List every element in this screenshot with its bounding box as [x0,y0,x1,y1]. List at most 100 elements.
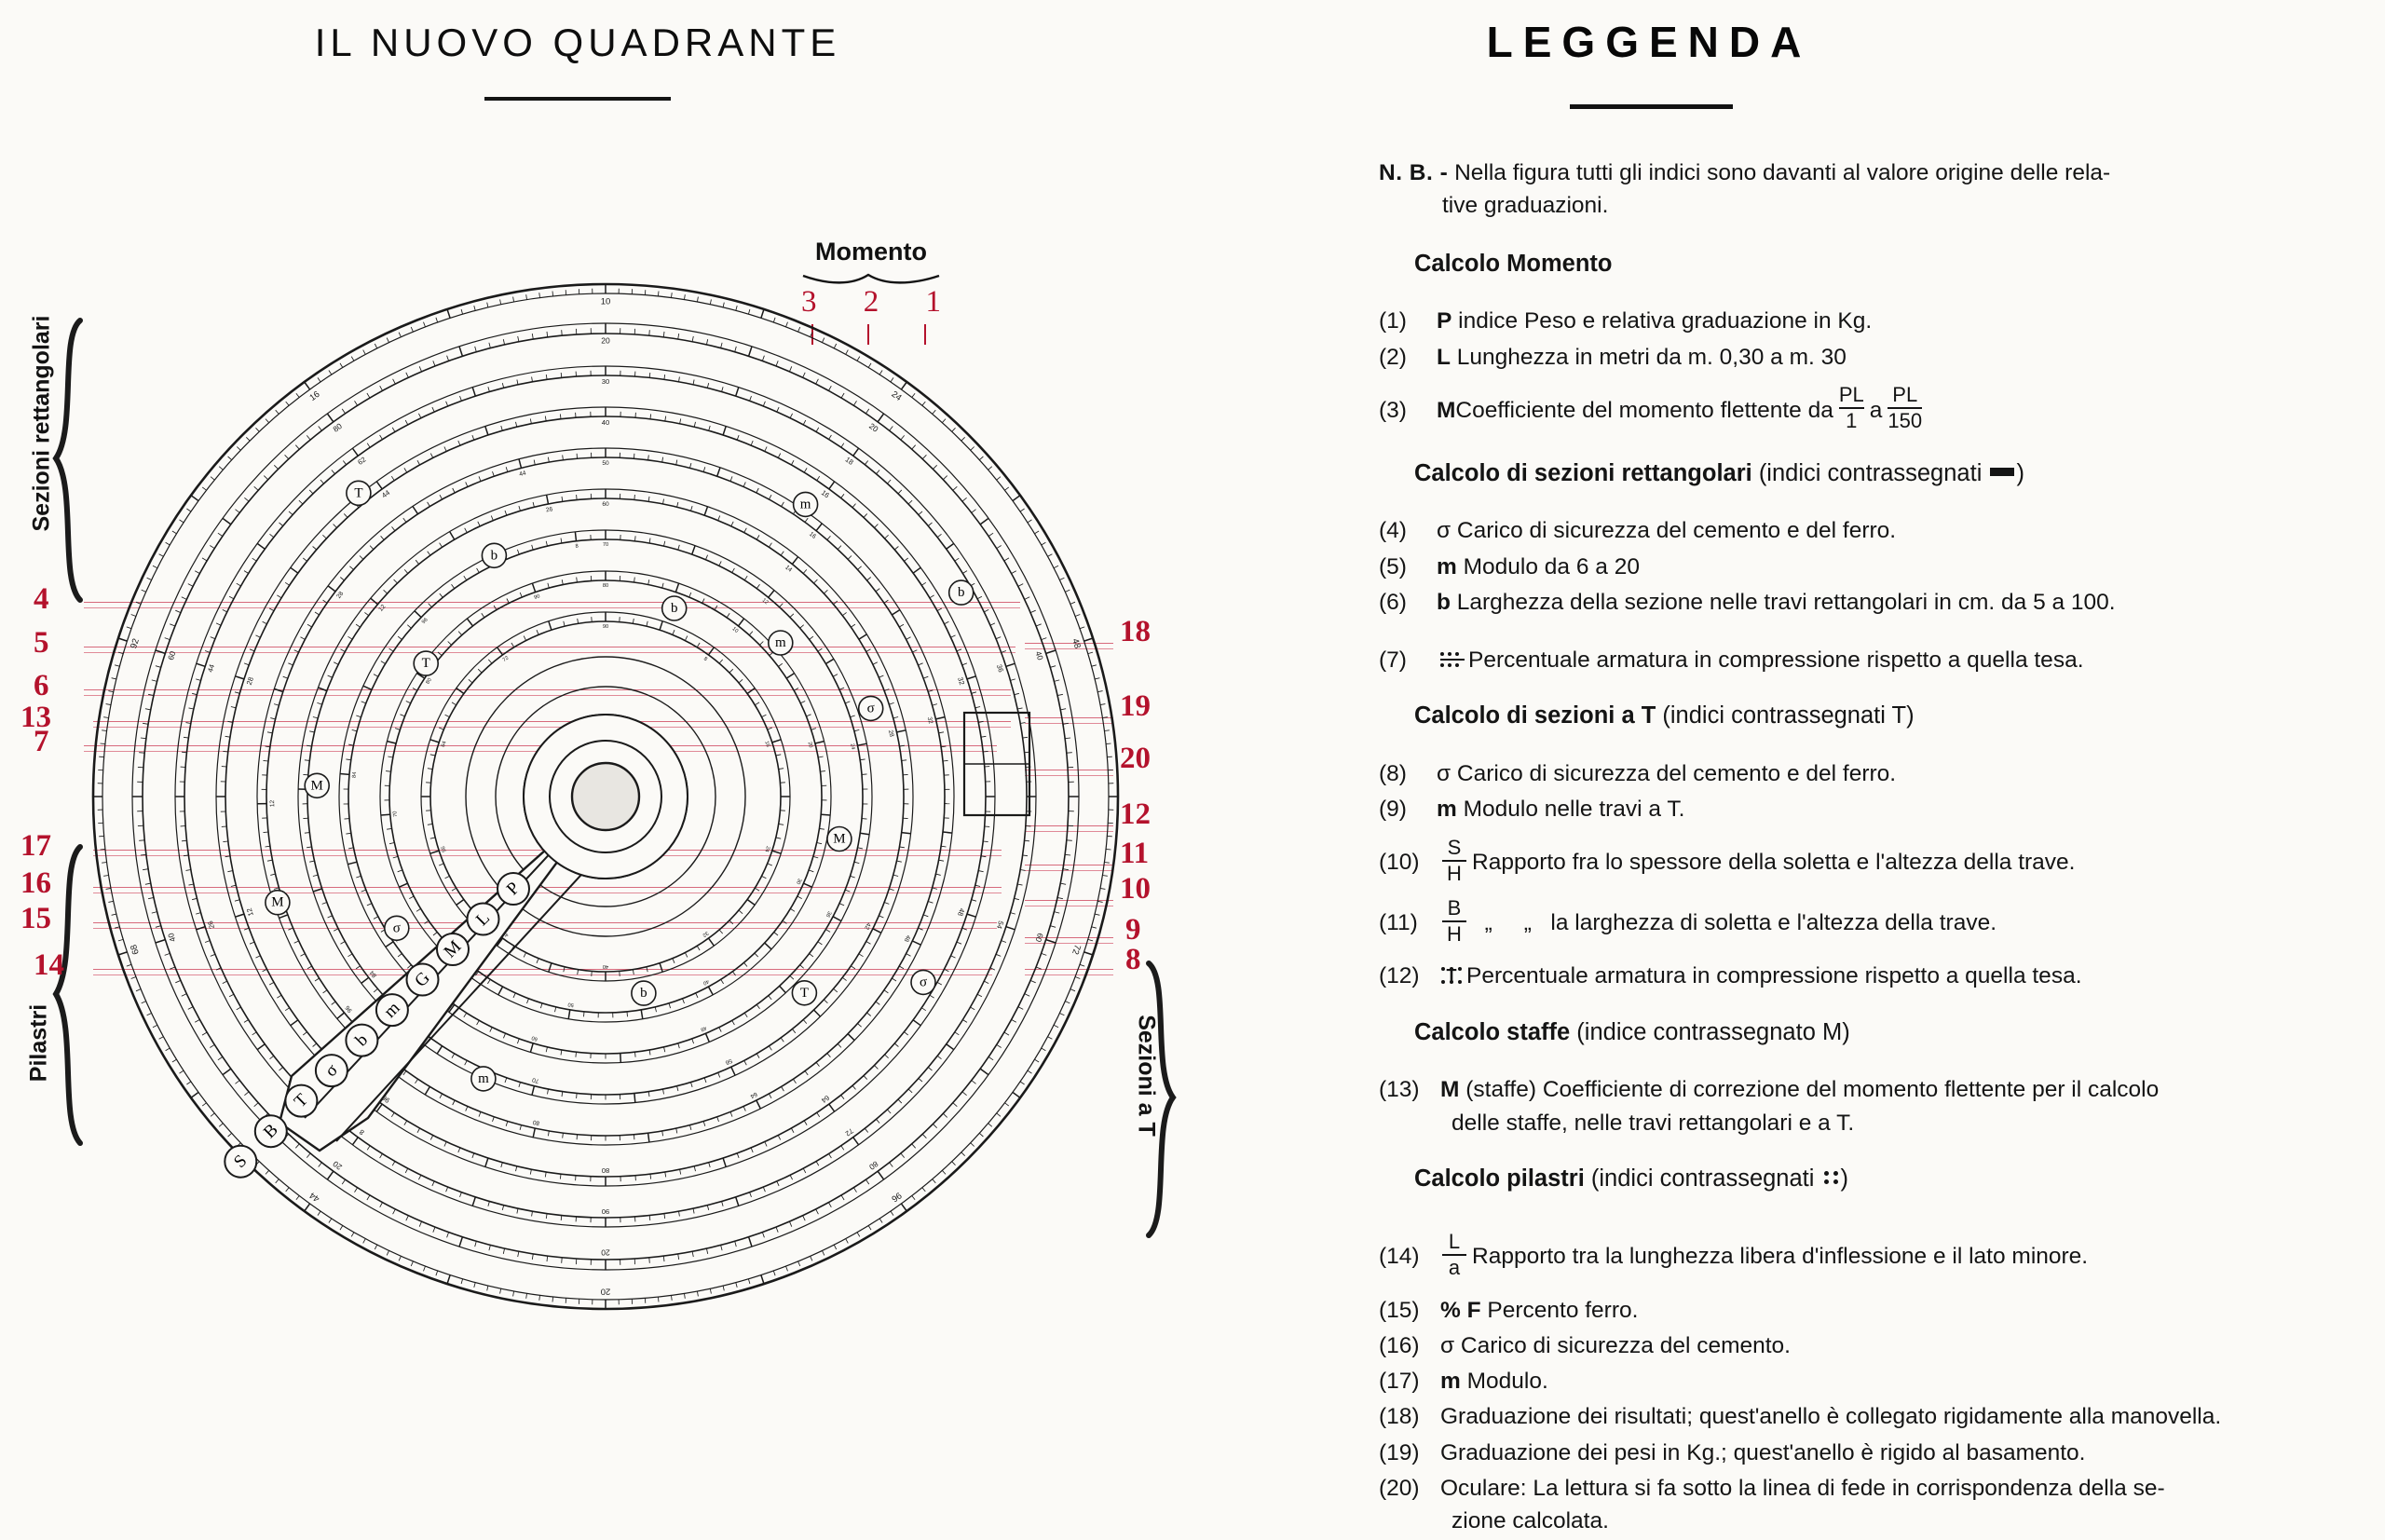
ref-left-17: 17 [20,829,51,864]
svg-text:36: 36 [825,910,832,918]
rect-marker-icon [1990,468,2014,476]
svg-text:48: 48 [700,1025,707,1032]
fraction-denominator: H [1447,924,1462,945]
item-text: indice Peso e relativa graduazione in Kg… [1451,308,1872,334]
svg-text:70: 70 [392,811,398,817]
section-heading-text: Calcolo staffe [1414,1019,1570,1045]
item-symbol: M [1437,394,1455,427]
svg-text:12: 12 [269,799,276,807]
item-number: (12) [1379,960,1437,992]
nb-lead: N. B. - [1379,160,1448,185]
section-heading-calcolo-pilastri: Calcolo pilastri (indici contrassegnati … [1414,1162,2366,1196]
legend-item-16: (16)σ Carico di sicurezza del cemento. [1379,1329,2366,1362]
item-symbol: m [1440,1369,1461,1394]
ring-index-marker: σ [385,916,409,940]
svg-text:12: 12 [377,604,387,613]
ref-right-8: 8 [1125,943,1141,977]
item-number: (11) [1379,906,1437,939]
arm-index-P: P [497,873,529,905]
item-continuation: zione calcolata. [1451,1505,2366,1537]
svg-text:40: 40 [1033,650,1045,661]
ref-left-4: 4 [34,582,49,617]
item-symbol: m [1437,797,1457,822]
legend-item-8: (8)σ Carico di sicurezza del cemento e d… [1379,757,2366,790]
ref-left-5: 5 [34,626,49,661]
item-symbol: M [1440,1077,1459,1102]
arm-index-B: B [255,1115,287,1147]
ring-index-marker: m [471,1067,496,1091]
sheet-page: IL NUOVO QUADRANTE Momento 3 2 1 Sezioni… [0,0,2385,1442]
item-text: Carico di sicurezza del cemento e del fe… [1451,761,1896,786]
ref-right-18: 18 [1120,615,1151,649]
svg-text:24: 24 [849,743,855,750]
ring-index-marker: b [632,981,656,1005]
svg-text:48: 48 [903,934,912,943]
svg-text:32: 32 [956,676,966,687]
svg-text:26: 26 [206,920,216,930]
fraction-denominator: a [1449,1258,1460,1278]
arm-index-T: T [285,1085,317,1117]
fraction-numerator: PL [1892,385,1917,405]
svg-text:60: 60 [531,1034,538,1042]
legend-item-18: (18)Graduazione dei risultati; quest'ane… [1379,1400,2366,1433]
item-number: (19) [1379,1437,1440,1469]
section-heading-text: Calcolo pilastri [1414,1165,1585,1192]
svg-text:70: 70 [603,542,608,548]
svg-text:70: 70 [531,1076,539,1084]
svg-text:90: 90 [534,593,541,601]
item-number: (6) [1379,586,1437,619]
title-rule-legend [1570,104,1733,109]
arm-index-b: b [346,1025,377,1056]
item-symbol: L [1437,345,1451,370]
item-text: Larghezza della sezione nelle travi rett… [1451,590,2116,615]
item-number: (18) [1379,1400,1440,1433]
legend-item-13: (13)M (staffe) Coefficiente di correzion… [1379,1073,2366,1139]
svg-text:M: M [311,778,323,793]
svg-text:68: 68 [129,943,142,955]
svg-text:M: M [271,895,283,910]
svg-text:σ: σ [393,920,401,935]
svg-text:30: 30 [602,377,609,386]
arm-index-L: L [468,904,499,935]
section-heading-text: Calcolo Momento [1414,251,1613,277]
svg-text:12: 12 [245,907,255,918]
item-text: Rapporto fra lo spessore della soletta e… [1472,846,2075,879]
svg-text:30: 30 [795,878,802,885]
item-text: Graduazione dei pesi in Kg.; quest'anell… [1440,1440,2085,1465]
svg-text:8: 8 [575,544,579,550]
item-symbol: σ [1437,761,1451,786]
percent-icon: % [1440,1298,1461,1323]
section-heading-sezioni-a-t: Calcolo di sezioni a T (indici contrasse… [1414,699,2366,733]
item-text: Modulo da 6 a 20 [1457,554,1640,579]
item-text: Graduazione dei risultati; quest'anello … [1440,1404,2221,1429]
item-number: (10) [1379,846,1437,879]
svg-text:92: 92 [129,637,142,649]
ref-right-12: 12 [1120,797,1151,832]
svg-text:50: 50 [567,1002,574,1008]
item-number: (5) [1379,551,1437,583]
svg-text:50: 50 [602,460,609,467]
legend-item-17: (17)m Modulo. [1379,1365,2366,1397]
arm-index-S: S [225,1146,256,1178]
svg-text:8: 8 [702,656,708,662]
item-number: (17) [1379,1365,1440,1397]
item-number: (2) [1379,341,1437,374]
svg-text:72: 72 [1070,943,1083,955]
item-text: Percento ferro. [1481,1298,1639,1323]
item-symbol: σ [1437,518,1451,543]
momento-label: Momento [787,238,955,266]
ring-index-marker: m [794,492,818,516]
svg-text:32: 32 [926,716,934,725]
item-number: (15) [1379,1294,1440,1327]
item-number: (20) [1379,1472,1440,1505]
dial-svg[interactable]: 1024487296204468921620204060802020406080… [89,279,1123,1314]
nb-line1: Nella figura tutti gli indici sono davan… [1454,160,2110,185]
svg-text:44: 44 [206,663,216,674]
svg-text:60: 60 [1033,932,1045,943]
svg-text:56: 56 [441,845,448,852]
legend-item-15: (15)% F Percento ferro. [1379,1294,2366,1327]
svg-text:48: 48 [956,907,966,918]
ref-right-10: 10 [1120,872,1151,906]
item-number: (9) [1379,793,1437,825]
